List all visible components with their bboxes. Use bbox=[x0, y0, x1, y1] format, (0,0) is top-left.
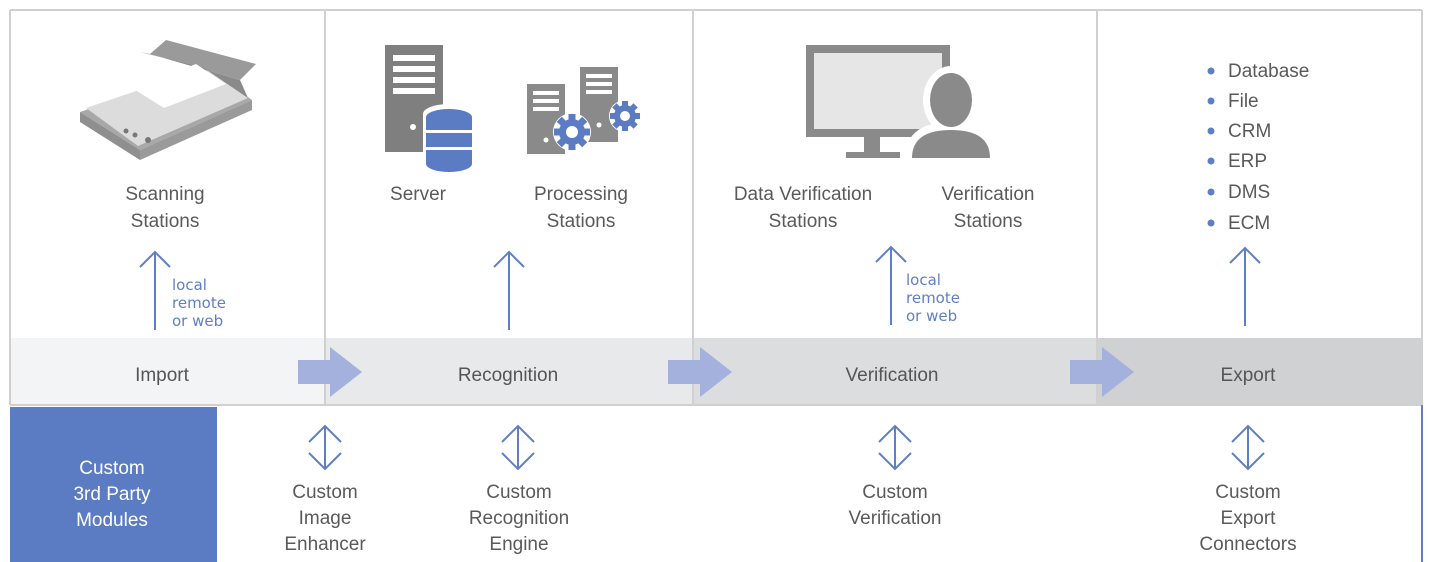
processing-stations-label-line1: Processing bbox=[534, 184, 628, 205]
export-target-ecm: ECM bbox=[1228, 213, 1270, 234]
verification-note-line1: local bbox=[906, 271, 941, 289]
custom-box-line2: 3rd Party bbox=[73, 484, 151, 505]
frame-borders bbox=[9, 9, 1423, 406]
image-enhancer-double-arrow bbox=[308, 424, 342, 471]
verification-band bbox=[693, 338, 1097, 405]
verification-stations-label-line2: Stations bbox=[954, 211, 1023, 232]
export-target-crm: CRM bbox=[1228, 121, 1271, 142]
custom-3rd-party-box bbox=[10, 407, 217, 562]
export-target-list: Database File CRM ERP DMS ECM bbox=[1207, 61, 1309, 234]
server-database-icon bbox=[385, 45, 475, 179]
scanner-icon bbox=[80, 40, 256, 160]
export-target-dms: DMS bbox=[1228, 182, 1270, 203]
verification-up-arrow bbox=[875, 245, 907, 325]
custom-recognition-engine-line1: Custom bbox=[486, 482, 551, 503]
scanning-stations-label-line1: Scanning bbox=[125, 184, 204, 205]
import-note-line1: local bbox=[172, 276, 207, 294]
flow-arrow-2 bbox=[668, 347, 732, 397]
custom-recognition-engine-line2: Recognition bbox=[469, 508, 569, 529]
custom-box-line3: Modules bbox=[76, 510, 148, 531]
verification-note-line2: remote bbox=[906, 289, 960, 307]
import-note-line2: remote bbox=[172, 294, 226, 312]
custom-recognition-engine-line3: Engine bbox=[489, 534, 548, 555]
flow-arrow-1 bbox=[298, 347, 362, 397]
verification-double-arrow bbox=[878, 424, 912, 471]
processing-servers-gear-icon bbox=[527, 67, 641, 154]
data-verification-stations-label-line2: Stations bbox=[769, 211, 838, 232]
verification-note-line3: or web bbox=[906, 307, 957, 325]
export-target-erp: ERP bbox=[1228, 151, 1267, 172]
export-target-database: Database bbox=[1228, 61, 1309, 82]
custom-verification-line1: Custom bbox=[862, 482, 927, 503]
monitor-icon bbox=[806, 45, 950, 158]
custom-export-connectors-line2: Export bbox=[1221, 508, 1277, 529]
processing-stations-label-line2: Stations bbox=[547, 211, 616, 232]
server-label: Server bbox=[390, 184, 447, 205]
export-up-arrow bbox=[1229, 246, 1261, 326]
export-target-file: File bbox=[1228, 91, 1259, 112]
stage-recognition-label: Recognition bbox=[458, 365, 558, 386]
stage-import-label: Import bbox=[135, 365, 190, 386]
import-up-arrow bbox=[139, 250, 171, 330]
export-band bbox=[1097, 338, 1422, 405]
import-note-line3: or web bbox=[172, 312, 223, 330]
import-band bbox=[10, 338, 325, 405]
custom-image-enhancer-line1: Custom bbox=[292, 482, 357, 503]
custom-export-connectors-line1: Custom bbox=[1215, 482, 1280, 503]
custom-image-enhancer-line2: Image bbox=[299, 508, 352, 529]
recognition-band bbox=[325, 338, 693, 405]
user-icon bbox=[904, 66, 998, 162]
flow-arrow-3 bbox=[1070, 347, 1134, 397]
scanning-stations-label-line2: Stations bbox=[131, 211, 200, 232]
custom-image-enhancer-line3: Enhancer bbox=[284, 534, 366, 555]
verification-stations-label-line1: Verification bbox=[942, 184, 1035, 205]
recognition-engine-double-arrow bbox=[501, 424, 535, 471]
custom-export-connectors-line3: Connectors bbox=[1199, 534, 1296, 555]
stage-verification-label: Verification bbox=[846, 365, 939, 386]
custom-box-line1: Custom bbox=[79, 458, 144, 479]
data-verification-stations-label-line1: Data Verification bbox=[734, 184, 872, 205]
recognition-up-arrow bbox=[493, 250, 525, 330]
custom-verification-line2: Verification bbox=[849, 508, 942, 529]
stage-export-label: Export bbox=[1221, 365, 1277, 386]
export-connectors-double-arrow bbox=[1231, 424, 1265, 471]
